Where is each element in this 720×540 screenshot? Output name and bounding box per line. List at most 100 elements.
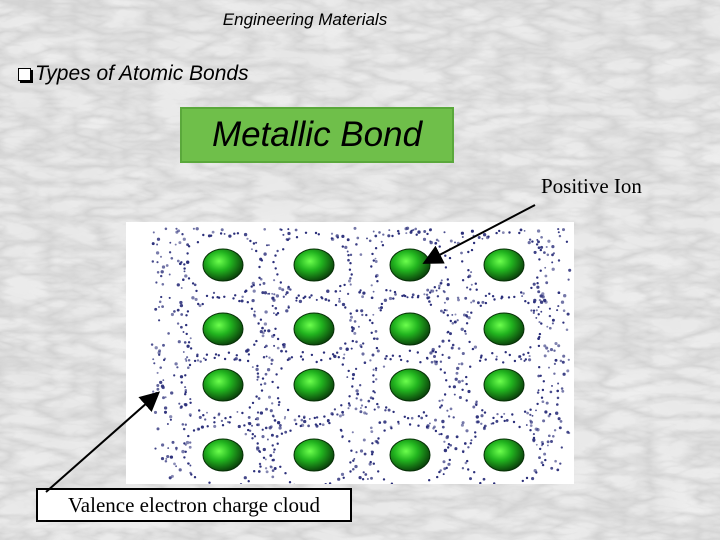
electron-dot bbox=[362, 471, 365, 474]
electron-dot bbox=[544, 410, 548, 414]
electron-dot bbox=[187, 341, 191, 344]
electron-dot bbox=[290, 356, 294, 359]
electron-dot bbox=[163, 357, 167, 360]
electron-dot bbox=[443, 231, 446, 234]
electron-dot bbox=[173, 310, 176, 313]
electron-dot bbox=[178, 262, 182, 266]
electron-dot bbox=[351, 385, 354, 388]
electron-dot bbox=[412, 228, 415, 232]
electron-dot bbox=[454, 377, 458, 381]
electron-cloud-diagram bbox=[150, 226, 572, 491]
electron-dot bbox=[330, 237, 334, 240]
electron-dot bbox=[275, 373, 278, 376]
electron-dot bbox=[279, 424, 282, 427]
electron-dot bbox=[276, 397, 280, 400]
electron-dot bbox=[156, 427, 160, 431]
electron-dot bbox=[301, 351, 304, 354]
positive-ion bbox=[293, 438, 335, 472]
electron-dot bbox=[160, 274, 163, 278]
electron-dot bbox=[557, 291, 561, 295]
electron-dot bbox=[557, 344, 561, 348]
electron-dot bbox=[255, 249, 258, 253]
electron-dot bbox=[546, 325, 549, 328]
electron-dot bbox=[285, 291, 289, 295]
electron-dot bbox=[460, 231, 465, 235]
electron-dot bbox=[378, 307, 381, 310]
electron-dot bbox=[310, 294, 313, 297]
electron-dot bbox=[523, 359, 526, 362]
electron-dot bbox=[193, 476, 197, 479]
electron-dot bbox=[184, 389, 188, 392]
electron-dot bbox=[347, 258, 350, 262]
electron-dot bbox=[349, 461, 352, 464]
electron-dot bbox=[469, 365, 472, 368]
electron-dot bbox=[175, 446, 178, 450]
electron-dot bbox=[297, 294, 300, 297]
electron-dot bbox=[387, 234, 391, 238]
electron-dot bbox=[346, 238, 350, 242]
electron-dot bbox=[474, 435, 477, 438]
positive-ion bbox=[293, 312, 335, 346]
electron-dot bbox=[181, 449, 185, 454]
electron-dot bbox=[478, 359, 482, 362]
electron-dot bbox=[247, 480, 250, 483]
electron-dot bbox=[561, 360, 565, 364]
electron-dot bbox=[169, 418, 172, 421]
electron-dot bbox=[425, 414, 428, 417]
electron-dot bbox=[253, 314, 257, 318]
electron-dot bbox=[162, 343, 165, 347]
electron-dot bbox=[196, 359, 200, 362]
electron-dot bbox=[261, 291, 265, 295]
electron-dot bbox=[355, 309, 359, 313]
electron-dot bbox=[204, 358, 207, 361]
electron-dot bbox=[289, 288, 292, 291]
electron-dot bbox=[359, 289, 362, 292]
electron-dot bbox=[480, 414, 484, 418]
electron-dot bbox=[417, 230, 421, 234]
electron-dot bbox=[350, 315, 353, 319]
electron-dot bbox=[416, 351, 419, 354]
electron-dot bbox=[183, 263, 186, 266]
electron-dot bbox=[544, 266, 547, 269]
electron-dot bbox=[536, 285, 540, 289]
electron-dot bbox=[348, 268, 352, 271]
electron-dot bbox=[264, 310, 268, 314]
electron-dot bbox=[183, 267, 186, 270]
electron-dot bbox=[287, 231, 291, 236]
electron-dot bbox=[448, 256, 452, 260]
electron-dot bbox=[192, 429, 196, 432]
electron-dot bbox=[180, 325, 183, 329]
electron-dot bbox=[442, 311, 445, 314]
electron-dot bbox=[163, 406, 168, 410]
electron-dot bbox=[187, 434, 190, 438]
electron-dot bbox=[338, 299, 341, 303]
electron-dot bbox=[349, 470, 352, 473]
electron-dot bbox=[467, 316, 471, 320]
electron-dot bbox=[464, 332, 467, 335]
electron-dot bbox=[492, 422, 495, 425]
electron-dot bbox=[532, 311, 535, 314]
electron-dot bbox=[525, 424, 528, 426]
electron-dot bbox=[196, 241, 200, 244]
electron-dot bbox=[151, 260, 155, 263]
electron-dot bbox=[179, 303, 184, 308]
electron-dot bbox=[193, 283, 197, 287]
electron-dot bbox=[359, 398, 363, 402]
electron-dot bbox=[535, 471, 538, 474]
electron-dot bbox=[404, 294, 407, 298]
electron-dot bbox=[466, 310, 469, 314]
electron-dot bbox=[271, 475, 275, 479]
electron-dot bbox=[447, 462, 451, 466]
electron-dot bbox=[360, 309, 364, 313]
electron-dot bbox=[378, 231, 381, 234]
electron-dot bbox=[372, 337, 376, 340]
electron-dot bbox=[188, 445, 192, 449]
electron-dot bbox=[430, 360, 434, 364]
electron-dot bbox=[524, 358, 527, 361]
electron-dot bbox=[540, 461, 544, 464]
electron-dot bbox=[189, 337, 192, 340]
electron-dot bbox=[364, 473, 368, 476]
electron-dot bbox=[460, 423, 464, 427]
electron-dot bbox=[446, 283, 450, 287]
electron-dot bbox=[252, 284, 255, 287]
